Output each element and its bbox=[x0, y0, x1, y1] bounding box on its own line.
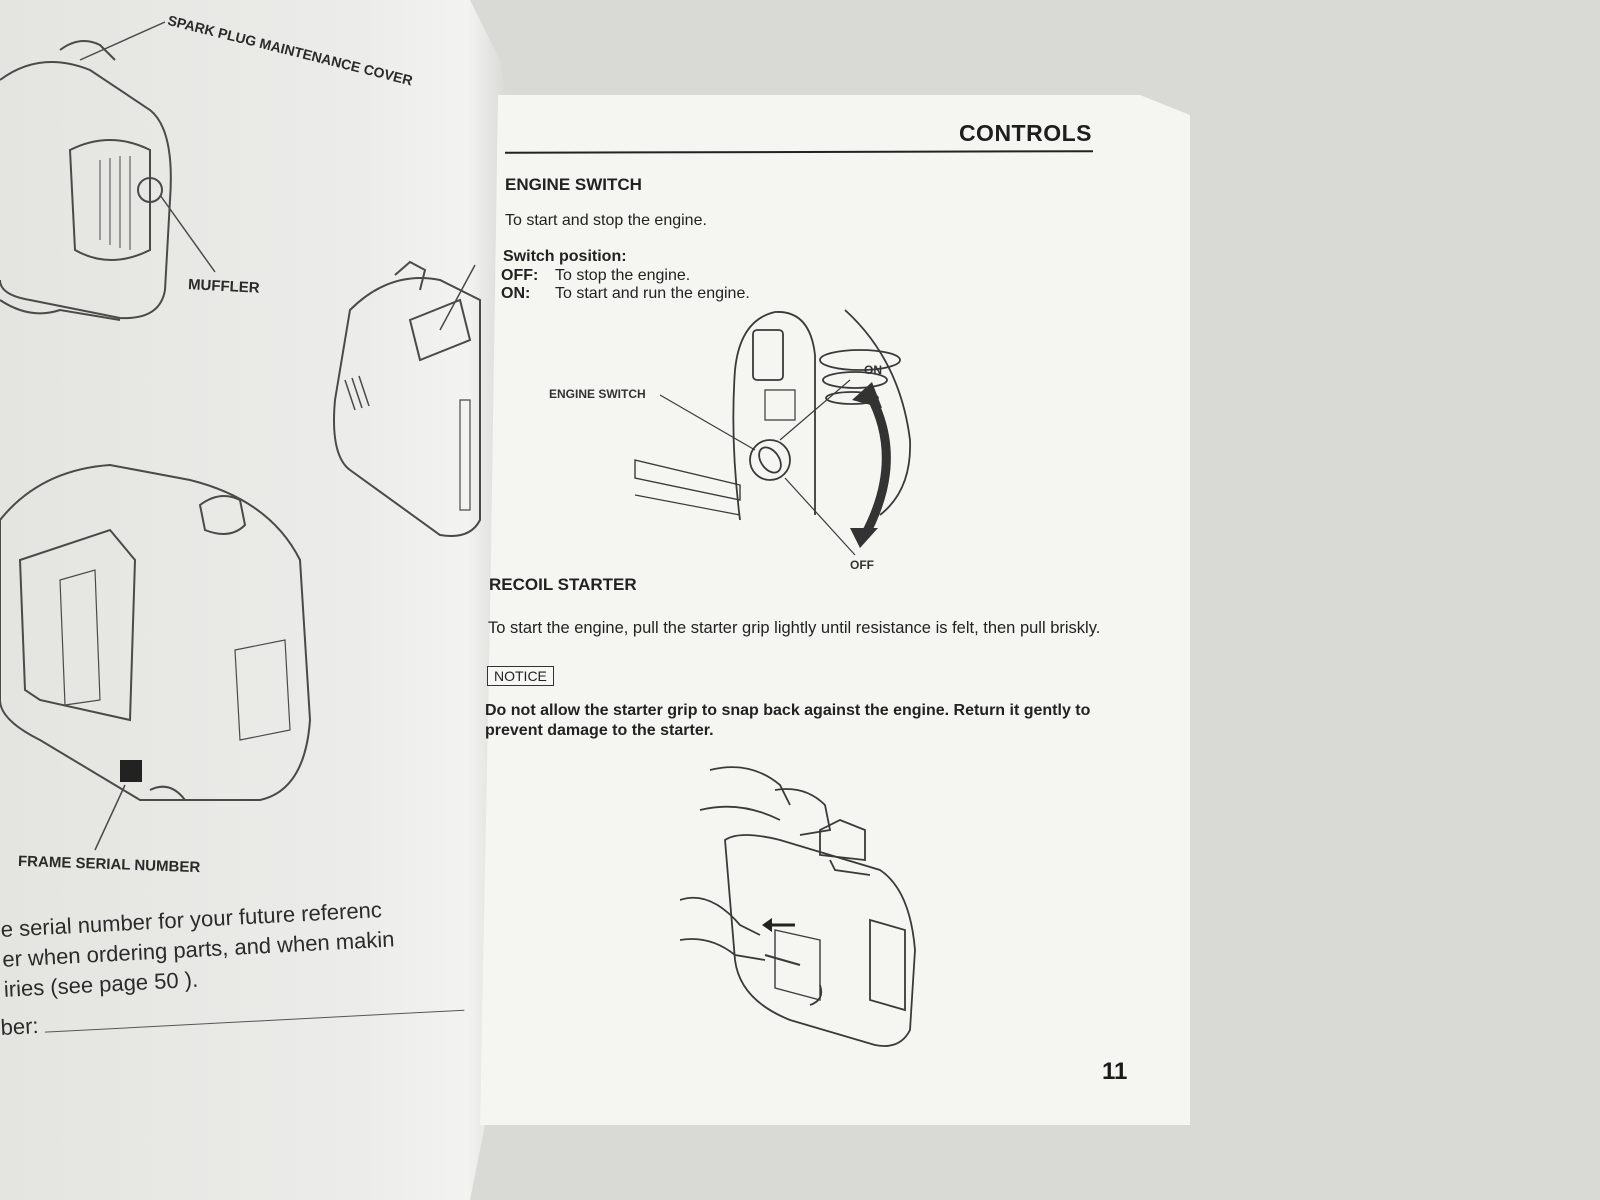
top-generator-body bbox=[0, 61, 172, 320]
diagram-off-label: OFF bbox=[850, 558, 874, 572]
left-page: SPARK PLUG MAINTENANCE COVER MUFFLER FRA… bbox=[0, 0, 520, 1200]
switch-knob bbox=[749, 439, 791, 481]
switch-position-label: Switch position: bbox=[503, 248, 627, 265]
section-title: CONTROLS bbox=[958, 120, 1092, 146]
rotation-arrow-icon bbox=[861, 392, 891, 538]
middle-generator-body bbox=[333, 277, 481, 537]
off-text: To stop the engine. bbox=[555, 267, 691, 284]
notice-badge: NOTICE bbox=[487, 666, 554, 686]
engine-switch-description: To start and stop the engine. bbox=[505, 212, 707, 229]
engine-switch-diagram bbox=[634, 309, 911, 556]
switch-position-on: ON: To start and run the engine. bbox=[501, 285, 750, 303]
notice-text: Do not allow the starter grip to snap ba… bbox=[485, 702, 1091, 739]
off-key: OFF: bbox=[501, 267, 539, 284]
generator-illustrations bbox=[0, 21, 481, 851]
page-number: 11 bbox=[1102, 1058, 1128, 1085]
right-page bbox=[480, 95, 1190, 1125]
header-rule bbox=[504, 150, 1094, 154]
bottom-generator-body bbox=[0, 463, 312, 801]
on-key: ON: bbox=[501, 285, 531, 302]
recoil-starter-heading: RECOIL STARTER bbox=[489, 575, 637, 594]
engine-switch-heading: ENGINE SWITCH bbox=[505, 175, 642, 194]
switch-position-off: OFF: To stop the engine. bbox=[501, 267, 690, 285]
diagram-on-label: ON bbox=[864, 363, 882, 377]
on-text: To start and run the engine. bbox=[555, 285, 750, 302]
recoil-starter-description: To start the engine, pull the starter gr… bbox=[488, 619, 1101, 637]
recoil-starter-illustration bbox=[680, 766, 916, 1047]
muffler-cap bbox=[137, 177, 163, 203]
diagram-engine-switch-label: ENGINE SWITCH bbox=[549, 387, 646, 401]
